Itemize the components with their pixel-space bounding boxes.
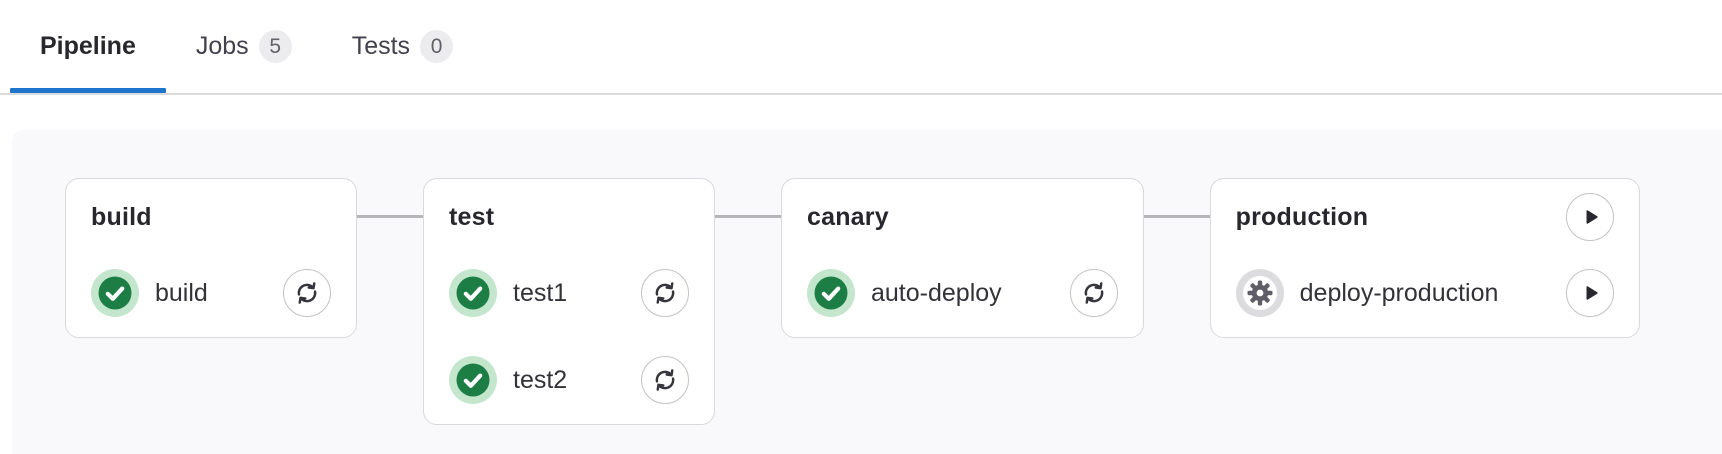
jobs-count-badge: 5 [258,30,292,63]
job-name: build [155,278,208,307]
retry-icon [297,282,317,304]
tab-tests-label: Tests [351,32,411,60]
stage-title: test [449,202,495,231]
job-link-build[interactable]: build [91,269,215,317]
job-row: build [91,269,331,317]
retry-icon [1084,282,1103,304]
tab-pipeline[interactable]: Pipeline [10,0,166,93]
stage-production-header: production [1236,193,1615,241]
stage-canary-header: canary [807,193,1118,241]
job-name: test2 [513,365,568,394]
retry-icon [655,369,675,391]
play-icon [1586,210,1599,224]
tab-jobs[interactable]: Jobs 5 [166,0,322,93]
retry-job-button[interactable] [641,356,689,404]
tab-tests[interactable]: Tests 0 [322,0,483,93]
job-name: test1 [513,278,568,307]
job-name: deploy-production [1299,278,1499,307]
stage-test: test test1 [423,178,715,425]
stage-title: production [1235,202,1369,231]
stage-title: build [91,202,152,231]
stage-build-header: build [91,193,331,241]
tests-count-badge: 0 [420,30,454,63]
job-row: test1 [449,269,689,317]
play-icon [1586,286,1599,300]
status-success-icon [449,356,497,404]
job-row: test2 [449,356,689,404]
job-row: deploy-production [1235,269,1615,317]
stage-canary: canary auto-deploy [781,178,1144,338]
status-success-icon [449,269,497,317]
stage-title: canary [807,202,889,231]
play-stage-button[interactable] [1566,193,1615,241]
retry-job-button[interactable] [283,269,331,317]
job-name: auto-deploy [871,278,1002,307]
retry-icon [655,282,675,304]
status-manual-icon [1235,269,1284,317]
job-link-deploy-production[interactable]: deploy-production [1235,269,1499,317]
stage-production: production [1209,178,1641,338]
status-success-icon [91,269,139,317]
tab-jobs-label: Jobs [195,32,249,60]
tab-pipeline-label: Pipeline [40,32,136,60]
stage-connector [715,215,781,218]
job-link-auto-deploy[interactable]: auto-deploy [807,269,1002,317]
pipeline-graph-panel: build build [12,130,1722,454]
status-success-icon [807,269,855,317]
retry-job-button[interactable] [641,269,689,317]
pipeline-stages: build build [65,178,1722,425]
job-link-test1[interactable]: test1 [449,269,573,317]
job-link-test2[interactable]: test2 [449,356,573,404]
stage-connector [357,215,423,218]
stage-connector [1143,215,1210,218]
active-tab-indicator [10,88,166,93]
stage-build: build build [65,178,357,338]
play-job-button[interactable] [1566,269,1615,317]
pipeline-tab-bar: Pipeline Jobs 5 Tests 0 [0,0,1722,95]
stage-test-header: test [449,193,689,241]
retry-job-button[interactable] [1069,269,1118,317]
job-row: auto-deploy [807,269,1118,317]
